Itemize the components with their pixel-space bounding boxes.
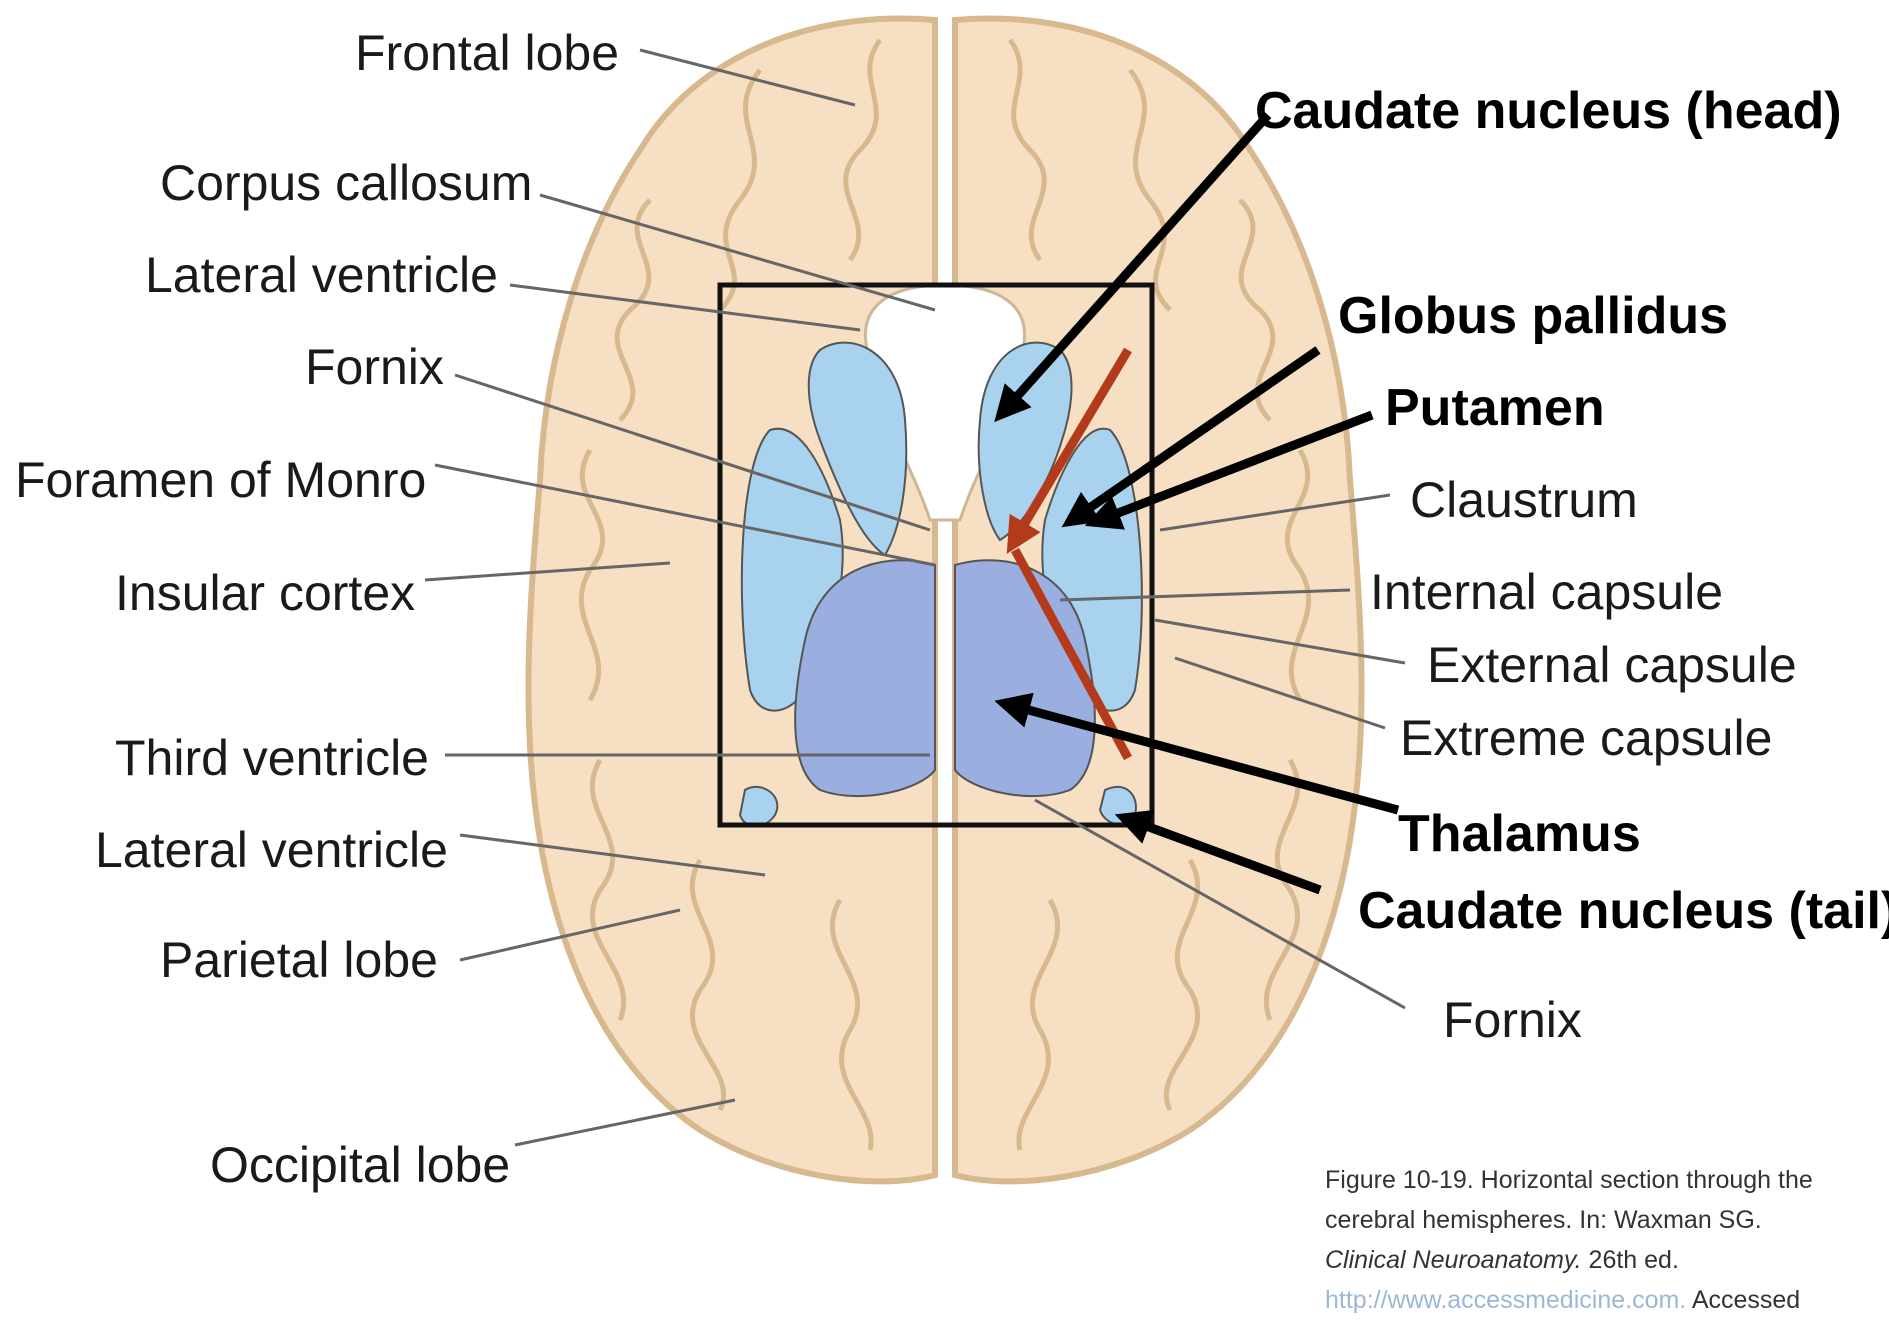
figure-caption: Figure 10-19. Horizontal section through… [1325,1160,1885,1320]
label-corpus-callosum: Corpus callosum [160,158,532,208]
caption-line-2: cerebral hemispheres. In: Waxman SG. [1325,1200,1885,1240]
caption-url[interactable]: http://www.accessmedicine.com. [1325,1286,1686,1314]
label-putamen: Putamen [1385,382,1605,434]
label-foramen-of-monro: Foramen of Monro [15,455,426,505]
label-fornix-posterior: Fornix [1443,995,1582,1045]
caption-line-3: Clinical Neuroanatomy. 26th ed. [1325,1240,1885,1280]
label-caudate-tail: Caudate nucleus (tail) [1358,885,1889,937]
caption-line-4: http://www.accessmedicine.com. Accessed [1325,1280,1885,1320]
label-caudate-head: Caudate nucleus (head) [1255,85,1842,137]
caption-line-1: Figure 10-19. Horizontal section through… [1325,1160,1885,1200]
left-caudate-tail [740,787,777,826]
label-globus-pallidus: Globus pallidus [1338,290,1728,342]
label-internal-capsule: Internal capsule [1370,567,1723,617]
brain-outline [528,19,1361,1182]
caption-edition: 26th ed. [1582,1246,1679,1274]
caption-accessed: Accessed [1686,1286,1800,1314]
label-thalamus: Thalamus [1398,808,1641,860]
label-occipital-lobe: Occipital lobe [210,1140,510,1190]
label-parietal-lobe: Parietal lobe [160,935,438,985]
label-claustrum: Claustrum [1410,475,1638,525]
label-frontal-lobe: Frontal lobe [355,28,619,78]
label-lateral-ventricle-posterior: Lateral ventricle [95,825,448,875]
label-lateral-ventricle-anterior: Lateral ventricle [145,250,498,300]
label-external-capsule: External capsule [1427,640,1797,690]
label-fornix-anterior: Fornix [305,342,444,392]
caption-book-title: Clinical Neuroanatomy. [1325,1246,1582,1274]
label-extreme-capsule: Extreme capsule [1400,713,1772,763]
label-insular-cortex: Insular cortex [115,568,415,618]
label-third-ventricle: Third ventricle [115,733,429,783]
